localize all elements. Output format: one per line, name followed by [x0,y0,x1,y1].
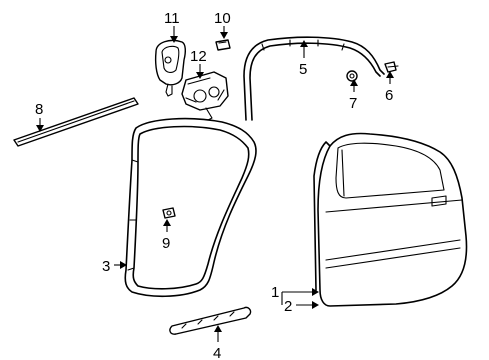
callout-9: 9 [162,235,170,252]
callout-8: 8 [35,101,43,118]
part-5-frame-trim [243,36,385,121]
callout-11: 11 [164,10,180,27]
callout-7: 7 [349,95,357,112]
callout-12: 12 [190,48,207,65]
callout-2: 2 [284,298,292,315]
callout-10: 10 [214,10,231,27]
callout-1: 1 [271,284,279,301]
callout-labels: 11 10 12 5 7 6 8 9 3 4 1 2 [35,10,393,360]
callout-3: 3 [102,258,110,275]
callout-5: 5 [299,61,307,78]
leader-lines [36,26,394,342]
part-9-clip [162,207,176,219]
part-12-latch [181,71,229,121]
part-8-molding-strip [13,97,139,147]
part-6-bolt [384,61,399,73]
part-4-lower-molding [169,306,252,335]
callout-4: 4 [213,345,221,360]
part-10-clip [215,39,231,51]
door-shell [313,132,468,307]
callout-6: 6 [385,87,393,104]
part-3-weatherstrip [124,117,257,298]
part-11-handle [154,39,187,97]
part-7-nut [346,70,358,82]
